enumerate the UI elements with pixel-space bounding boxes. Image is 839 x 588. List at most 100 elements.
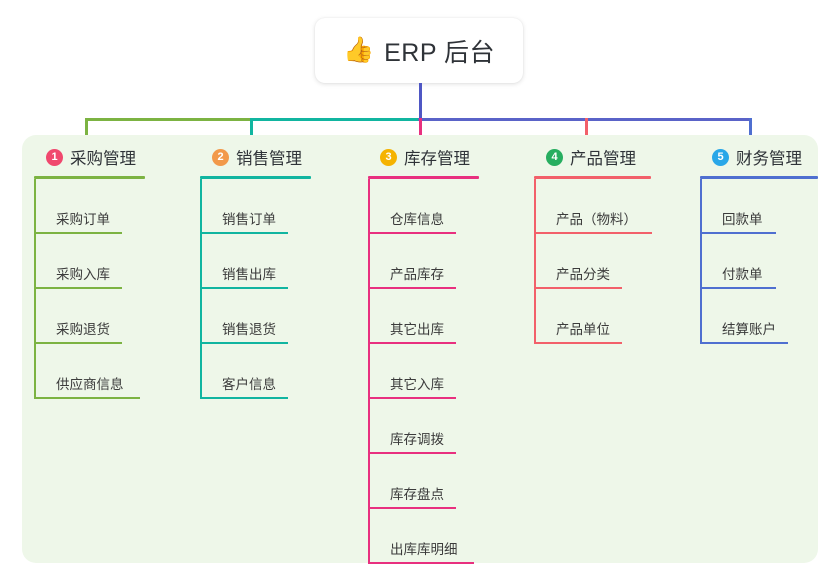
- column-badge-3: 3: [380, 148, 397, 166]
- menu-item[interactable]: 回款单: [700, 179, 820, 234]
- menu-item[interactable]: 仓库信息: [368, 179, 523, 234]
- column-5: 5 财务管理回款单付款单结算账户: [700, 145, 820, 344]
- menu-item[interactable]: 采购订单: [34, 179, 189, 234]
- menu-item[interactable]: 供应商信息: [34, 344, 189, 399]
- menu-item-label: 产品库存: [390, 267, 444, 282]
- menu-item[interactable]: 产品（物料）: [534, 179, 694, 234]
- menu-item-label: 产品分类: [556, 267, 610, 282]
- thumbs-up-icon: 👍: [342, 36, 375, 64]
- menu-item-rule: [368, 287, 456, 289]
- root-node-label: ERP 后台: [384, 38, 496, 67]
- menu-item-label: 销售退货: [222, 322, 276, 337]
- menu-item[interactable]: 其它入库: [368, 344, 523, 399]
- column-header-1[interactable]: 1 采购管理: [34, 145, 189, 169]
- menu-item[interactable]: 采购退货: [34, 289, 189, 344]
- column-rule-3: [368, 176, 479, 179]
- menu-item[interactable]: 产品单位: [534, 289, 694, 344]
- menu-item-label: 销售出库: [222, 267, 276, 282]
- menu-item-label: 回款单: [722, 212, 763, 227]
- menu-item-label: 库存调拨: [390, 432, 444, 447]
- column-1: 1 采购管理采购订单采购入库采购退货供应商信息: [34, 145, 189, 399]
- menu-item-rule: [368, 562, 474, 564]
- menu-item[interactable]: 付款单: [700, 234, 820, 289]
- column-header-2[interactable]: 2 销售管理: [200, 145, 355, 169]
- menu-item-rule: [700, 287, 776, 289]
- column-items-3: 仓库信息产品库存其它出库其它入库库存调拨库存盘点出库库明细: [368, 179, 523, 564]
- menu-item-label: 其它入库: [390, 377, 444, 392]
- menu-item-label: 产品单位: [556, 322, 610, 337]
- menu-item-label: 结算账户: [722, 322, 776, 337]
- menu-item[interactable]: 产品库存: [368, 234, 523, 289]
- menu-item-rule: [534, 287, 622, 289]
- menu-item-rule: [34, 342, 122, 344]
- menu-item-label: 库存盘点: [390, 487, 444, 502]
- menu-item[interactable]: 销售订单: [200, 179, 355, 234]
- menu-item[interactable]: 库存盘点: [368, 454, 523, 509]
- column-rule-1: [34, 176, 145, 179]
- diagram-panel: [22, 135, 818, 563]
- column-header-3[interactable]: 3 库存管理: [368, 145, 523, 169]
- menu-item[interactable]: 产品分类: [534, 234, 694, 289]
- column-badge-4: 4: [546, 148, 563, 166]
- column-badge-5: 5: [712, 148, 729, 166]
- menu-item[interactable]: 结算账户: [700, 289, 820, 344]
- menu-item[interactable]: 采购入库: [34, 234, 189, 289]
- column-rule-4: [534, 176, 651, 179]
- menu-item-label: 出库库明细: [390, 542, 458, 557]
- column-badge-2: 2: [212, 148, 229, 166]
- menu-item[interactable]: 客户信息: [200, 344, 355, 399]
- menu-item-label: 付款单: [722, 267, 763, 282]
- menu-item-rule: [200, 342, 288, 344]
- menu-item-label: 采购退货: [56, 322, 110, 337]
- menu-item-rule: [368, 232, 456, 234]
- root-stem-connector: [419, 83, 422, 119]
- menu-item[interactable]: 出库库明细: [368, 509, 523, 564]
- menu-item[interactable]: 库存调拨: [368, 399, 523, 454]
- menu-item-rule: [700, 342, 788, 344]
- column-spine-1: [34, 179, 36, 399]
- column-rule-5: [700, 176, 818, 179]
- root-node[interactable]: 👍 ERP 后台: [315, 18, 523, 83]
- bus-segment-green: [85, 118, 251, 121]
- menu-item-rule: [200, 397, 288, 399]
- menu-item-rule: [34, 232, 122, 234]
- column-header-5[interactable]: 5 财务管理: [700, 145, 820, 169]
- menu-item-rule: [534, 232, 652, 234]
- column-items-5: 回款单付款单结算账户: [700, 179, 820, 344]
- menu-item-label: 采购入库: [56, 267, 110, 282]
- menu-item-rule: [200, 287, 288, 289]
- menu-item-label: 其它出库: [390, 322, 444, 337]
- menu-item-label: 采购订单: [56, 212, 110, 227]
- menu-item[interactable]: 销售退货: [200, 289, 355, 344]
- menu-item-label: 客户信息: [222, 377, 276, 392]
- menu-item-label: 供应商信息: [56, 377, 124, 392]
- menu-item-rule: [700, 232, 776, 234]
- menu-item-label: 仓库信息: [390, 212, 444, 227]
- column-spine-2: [200, 179, 202, 399]
- column-title-1: 采购管理: [70, 150, 136, 168]
- column-title-2: 销售管理: [236, 150, 302, 168]
- menu-item-rule: [534, 342, 622, 344]
- column-badge-1: 1: [46, 148, 63, 166]
- menu-item-rule: [368, 452, 456, 454]
- column-3: 3 库存管理仓库信息产品库存其它出库其它入库库存调拨库存盘点出库库明细: [368, 145, 523, 564]
- column-title-3: 库存管理: [404, 150, 470, 168]
- bus-segment-teal: [250, 118, 419, 121]
- menu-item-label: 产品（物料）: [556, 212, 637, 227]
- menu-item-rule: [200, 232, 288, 234]
- menu-item[interactable]: 销售出库: [200, 234, 355, 289]
- column-rule-2: [200, 176, 311, 179]
- column-items-1: 采购订单采购入库采购退货供应商信息: [34, 179, 189, 399]
- menu-item-rule: [368, 342, 456, 344]
- menu-item-rule: [34, 397, 140, 399]
- column-title-5: 财务管理: [736, 150, 802, 168]
- column-2: 2 销售管理销售订单销售出库销售退货客户信息: [200, 145, 355, 399]
- column-spine-3: [368, 179, 370, 564]
- menu-item-rule: [368, 507, 456, 509]
- column-items-2: 销售订单销售出库销售退货客户信息: [200, 179, 355, 399]
- menu-item[interactable]: 其它出库: [368, 289, 523, 344]
- column-spine-4: [534, 179, 536, 344]
- menu-item-rule: [368, 397, 456, 399]
